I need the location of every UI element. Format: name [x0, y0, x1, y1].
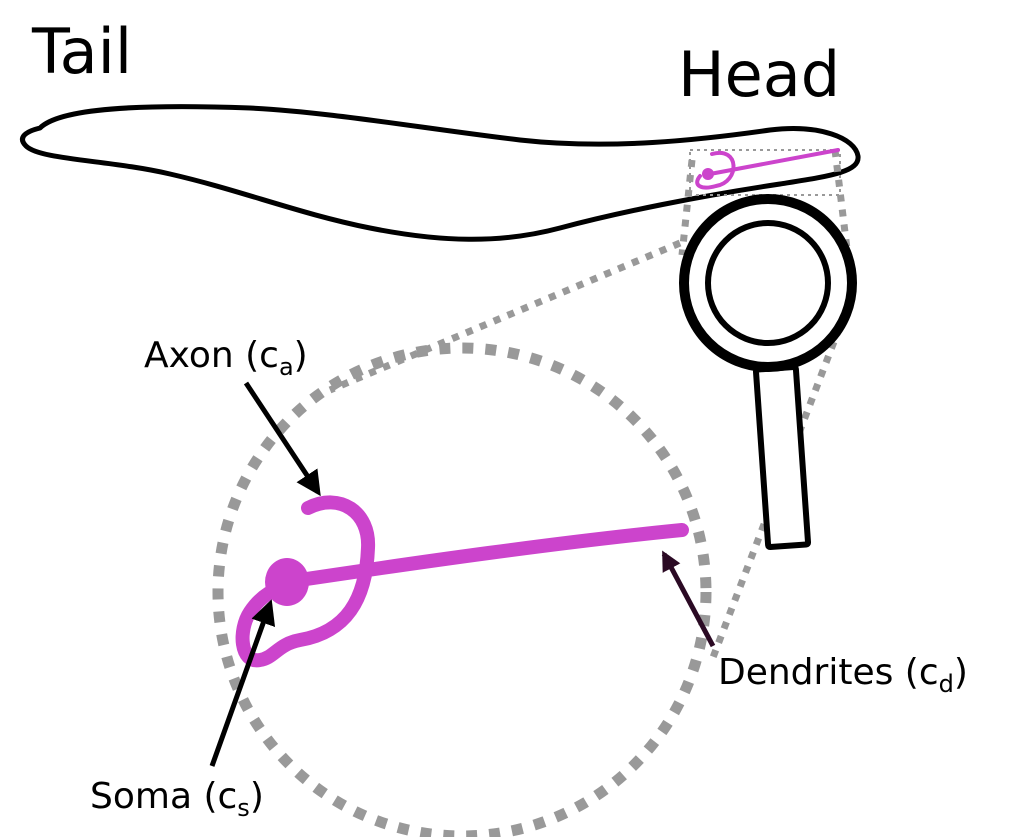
- axon-label-subscript: a: [279, 353, 294, 381]
- dendrites-label-subscript: d: [939, 670, 954, 698]
- soma-label-close: ): [250, 776, 264, 817]
- soma-label: Soma (cs): [90, 776, 264, 822]
- tail-label: Tail: [31, 15, 132, 88]
- head-label: Head: [678, 38, 840, 111]
- axon-label: Axon (ca): [144, 335, 308, 381]
- neuron-large: [243, 502, 682, 660]
- dendrites-label: Dendrites (cd): [718, 652, 968, 698]
- dendrites-label-text: Dendrites (c: [718, 652, 939, 693]
- dendrite-process: [286, 530, 682, 582]
- soma-label-subscript: s: [237, 794, 250, 822]
- neuron-small: [697, 150, 838, 188]
- soma-body: [265, 558, 309, 606]
- axon-label-text: Axon (c: [144, 335, 279, 376]
- axon-label-close: ): [294, 335, 308, 376]
- axon-arrow: [246, 383, 318, 492]
- soma-label-text: Soma (c: [90, 776, 237, 817]
- dendrites-label-close: ): [954, 652, 968, 693]
- magnifying-glass-icon: [684, 199, 852, 547]
